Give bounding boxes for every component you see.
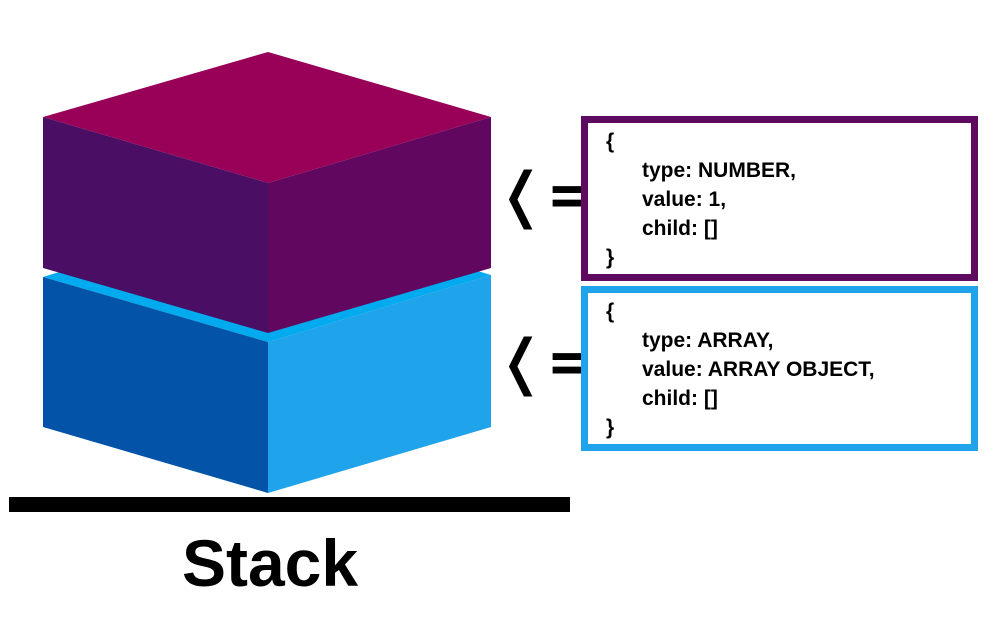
object-open-brace: { [606,300,615,323]
object-type-line: type: ARRAY, [642,329,774,352]
object-value-line: value: 1, [642,188,727,211]
top-block-right-face [268,117,491,333]
object-close-brace: } [606,416,615,439]
object-open-brace: { [606,130,615,153]
object-child-line: child: [] [642,217,718,240]
top-object-box: { type: NUMBER, value: 1, child: [] } [581,116,978,281]
stack-base-line [9,497,570,512]
bottom-block-left-face [43,277,268,493]
object-close-brace: } [606,246,615,269]
push-arrow-top: ❬= [496,160,597,230]
bottom-object-box: { type: ARRAY, value: ARRAY OBJECT, chil… [581,286,978,451]
stack-label: Stack [181,526,359,600]
object-type-line: type: NUMBER, [642,159,797,182]
object-child-line: child: [] [642,387,718,410]
object-value-line: value: ARRAY OBJECT, [642,358,875,381]
top-block-left-face [43,117,268,333]
push-arrow-bottom: ❬= [496,327,597,397]
top-block-top-face [43,52,491,183]
bottom-block-right-face [268,275,491,493]
